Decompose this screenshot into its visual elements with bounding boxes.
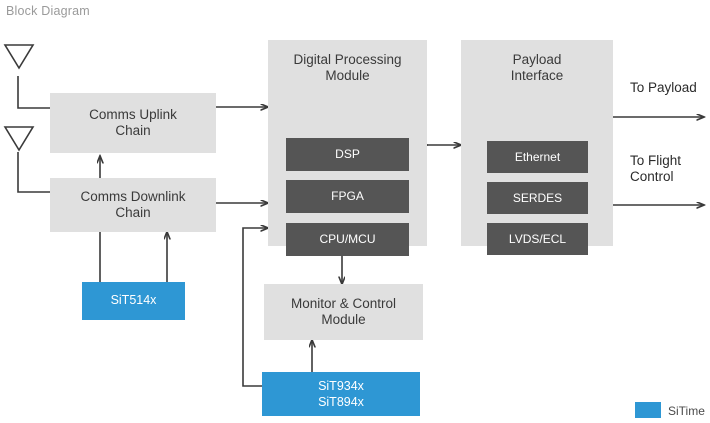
legend-swatch-sitime [635,402,661,418]
payload-item-serdes-label: SERDES [512,190,563,205]
payload-item-lvds-ecl-label: LVDS/ECL [508,231,567,246]
block-comms-uplink-chain-label: Comms Uplink Chain [89,106,177,138]
wire-sit934x-to-dpm [242,228,268,387]
dpm-item-fpga[interactable]: FPGA [286,180,409,213]
label-to-payload: To Payload [630,80,697,95]
antenna-bottom-icon [3,126,35,152]
dpm-item-fpga-label: FPGA [331,189,364,204]
dpm-item-cpu-mcu[interactable]: CPU/MCU [286,223,409,256]
dpm-item-dsp-label: DSP [335,147,360,162]
block-monitor-control-module-label: Monitor & Control Module [290,295,397,327]
block-monitor-control-module[interactable]: Monitor & Control Module [264,284,423,340]
block-sitime-sit934x-sit894x[interactable]: SiT934x SiT894x [262,372,420,416]
payload-item-ethernet-label: Ethernet [514,149,561,164]
wire-antenna2-to-downlink [17,152,50,193]
block-comms-downlink-chain-label: Comms Downlink Chain [80,188,186,220]
block-payload-interface-label: Payload Interface [510,52,564,84]
payload-item-ethernet[interactable]: Ethernet [487,141,588,173]
block-comms-uplink-chain[interactable]: Comms Uplink Chain [50,93,216,153]
payload-item-lvds-ecl[interactable]: LVDS/ECL [487,223,588,255]
dpm-item-dsp[interactable]: DSP [286,138,409,171]
block-sitime-sit894x-label: SiT894x [318,395,364,409]
block-digital-processing-module[interactable]: Digital Processing Module DSP FPGA CPU/M… [268,40,427,256]
block-comms-downlink-chain[interactable]: Comms Downlink Chain [50,178,216,232]
block-payload-interface[interactable]: Payload Interface Ethernet SERDES LVDS/E… [461,40,613,255]
antenna-top-icon [3,44,35,70]
block-digital-processing-module-label: Digital Processing Module [293,52,402,84]
block-sitime-sit514x-label: SiT514x [110,293,157,308]
label-to-flight-control: To Flight Control [630,153,682,185]
wire-antenna1-to-uplink [17,76,50,109]
dpm-item-cpu-mcu-label: CPU/MCU [319,232,376,247]
page-title: Block Diagram [6,4,90,18]
block-sitime-sit514x[interactable]: SiT514x [82,282,185,320]
block-sitime-sit934x-label: SiT934x [318,378,364,393]
legend-label-sitime: SiTime [668,404,705,418]
payload-item-serdes[interactable]: SERDES [487,182,588,214]
